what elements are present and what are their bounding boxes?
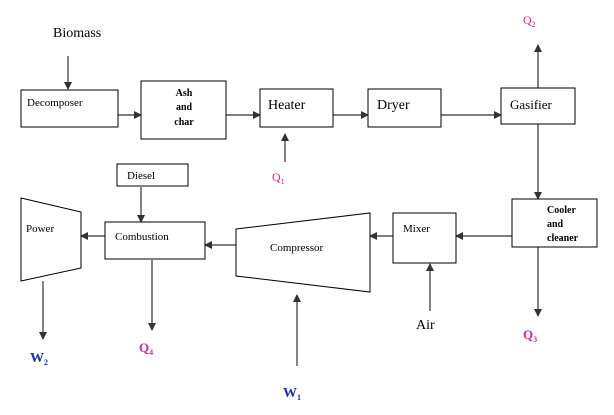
q3-label: Q3: [523, 327, 537, 344]
cleaner-label: cleaner: [547, 233, 579, 244]
node-decomposer: Decomposer: [20, 89, 119, 128]
dryer-box: [367, 88, 442, 128]
ash-label: Ash: [176, 88, 193, 99]
q1-label: Q1: [272, 170, 285, 186]
node-dryer: Dryer: [367, 88, 442, 128]
node-combustion: Combustion: [104, 221, 206, 260]
cooler-label: Cooler: [547, 205, 576, 216]
mixer-label: Mixer: [403, 223, 430, 235]
air-label: Air: [416, 318, 435, 333]
combustion-label: Combustion: [115, 231, 169, 243]
diesel-label: Diesel: [127, 170, 155, 182]
dryer-label: Dryer: [377, 98, 410, 113]
gasifier-box: [500, 87, 576, 125]
heater-label: Heater: [268, 98, 306, 113]
combustion-box: [104, 221, 206, 260]
node-compressor: Compressor: [235, 212, 371, 293]
mixer-box: [392, 212, 457, 264]
node-ash-and-char: Ash and char: [140, 80, 227, 140]
q4-label: Q4: [139, 340, 153, 357]
compressor-label: Compressor: [270, 242, 324, 254]
gasifier-label: Gasifier: [510, 97, 553, 112]
biomass-label: Biomass: [53, 26, 101, 41]
node-cooler-and-cleaner: Cooler and cleaner: [511, 198, 598, 248]
w1-label: W1: [283, 386, 301, 402]
node-power: Power: [20, 197, 82, 282]
power-shape: [20, 197, 82, 282]
ash-and-char-box: [140, 80, 227, 140]
node-heater: Heater: [259, 88, 334, 128]
node-gasifier: Gasifier: [500, 87, 576, 125]
power-label: Power: [26, 223, 54, 235]
diesel-box: [116, 163, 189, 187]
decomposer-box: [20, 89, 119, 128]
compressor-shape: [235, 212, 371, 293]
q2-label: Q2: [523, 13, 536, 29]
connectors: [39, 44, 542, 366]
heater-box: [259, 88, 334, 128]
and-label: and: [176, 102, 193, 113]
node-mixer: Mixer: [392, 212, 457, 264]
w2-label: W2: [30, 351, 48, 367]
cooler-box: [511, 198, 598, 248]
decomposer-label: Decomposer: [27, 97, 83, 109]
node-diesel: Diesel: [116, 163, 189, 187]
char-label: char: [174, 117, 194, 128]
cooler-and-label: and: [547, 219, 564, 230]
